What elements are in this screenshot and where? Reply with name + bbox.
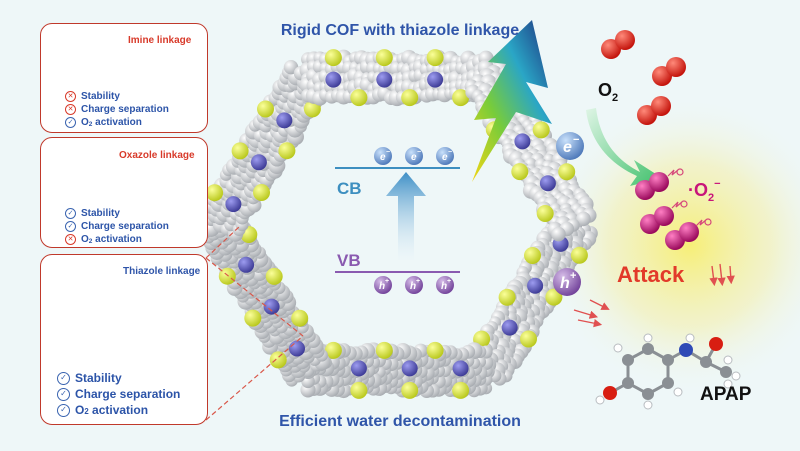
svg-text:h: h: [441, 281, 447, 292]
check-icon: ✓: [57, 371, 70, 385]
oxazole-panel: Oxazole linkage ✓ Stability ✓ Charge separa…: [40, 137, 208, 248]
attack-label: Attack: [617, 262, 685, 287]
svg-text:h: h: [410, 281, 416, 292]
light-bolt-icon: [472, 20, 552, 182]
top-headline: Rigid COF with thiazole linkage: [281, 22, 519, 39]
bottom-headline: Efficient water decontamination: [279, 413, 521, 430]
superoxide-molecule: [640, 206, 674, 234]
property-item: ✓ Charge separation: [57, 386, 180, 402]
cb-label: CB: [337, 179, 362, 198]
electron-ball: e −: [374, 147, 392, 165]
electron-ball: e −: [436, 147, 454, 165]
svg-text:−: −: [573, 134, 579, 146]
imine-panel: Imine linkage ✕ Stability ✕ Charge separati…: [40, 23, 208, 133]
property-label: Charge separation: [75, 387, 181, 401]
cross-icon: ✕: [65, 234, 76, 245]
svg-text:e: e: [563, 139, 572, 156]
o2-molecule: [637, 96, 671, 125]
o2-molecule: [601, 30, 635, 59]
svg-text:−: −: [448, 149, 452, 156]
connector-lines: [205, 225, 304, 421]
property-item: ✓ Stability: [65, 207, 169, 220]
property-label: Stability: [75, 371, 122, 385]
svg-text:e: e: [411, 152, 417, 163]
electron-ball: e −: [405, 147, 423, 165]
check-icon: ✓: [65, 117, 76, 128]
electron-large: e −: [556, 132, 584, 160]
oxygen-molecules: [601, 30, 686, 125]
o2-molecule: [652, 57, 686, 86]
cb-electrons: e − e − e −: [374, 147, 454, 165]
svg-text:e: e: [380, 152, 386, 163]
svg-text:h: h: [379, 281, 385, 292]
thiazole-panel: Thiazole linkage ✓ Stability ✓ Charge separ…: [40, 254, 208, 425]
vb-holes: h + h + h +: [374, 276, 454, 294]
vb-label: VB: [337, 251, 361, 270]
apap-label: APAP: [700, 384, 752, 405]
property-item: ✕ Charge separation: [65, 103, 169, 116]
imine-title: Imine linkage: [128, 35, 192, 46]
hole-ball: h +: [436, 276, 454, 294]
o2-label: O2: [598, 80, 618, 104]
property-item: ✓ Charge separation: [65, 220, 169, 233]
oxazole-title: Oxazole linkage: [119, 150, 195, 161]
svg-text:h: h: [560, 275, 570, 292]
excitation-arrow: [386, 172, 426, 260]
check-icon: ✓: [57, 403, 70, 417]
property-label: Stability: [81, 91, 120, 102]
superoxide-molecules: [635, 172, 699, 250]
hole-large: h +: [553, 268, 581, 296]
cross-icon: ✕: [65, 104, 76, 115]
radical-marks: [667, 168, 712, 227]
hole-ball: h +: [405, 276, 423, 294]
check-icon: ✓: [65, 208, 76, 219]
svg-text:+: +: [385, 278, 389, 285]
svg-text:−: −: [386, 149, 390, 156]
property-label: O: [81, 234, 89, 245]
svg-text:+: +: [416, 278, 420, 285]
apap-molecule: [595, 333, 741, 410]
property-label: O: [81, 117, 89, 128]
svg-text:−: −: [417, 149, 421, 156]
property-label: O: [75, 403, 85, 417]
superoxide-label: ·O2−: [688, 178, 721, 204]
svg-text:e: e: [442, 152, 448, 163]
cross-icon: ✕: [65, 91, 76, 102]
attack-arrows: [573, 263, 735, 328]
property-label: Charge separation: [81, 221, 169, 232]
property-label: Charge separation: [81, 104, 169, 115]
reduction-arrow: [586, 108, 662, 186]
superoxide-molecule: [665, 222, 699, 250]
property-item: ✓ Stability: [57, 370, 180, 386]
property-label: Stability: [81, 208, 120, 219]
hole-ball: h +: [374, 276, 392, 294]
check-icon: ✓: [57, 387, 70, 401]
svg-text:+: +: [570, 270, 576, 282]
superoxide-molecule: [635, 172, 669, 200]
check-icon: ✓: [65, 221, 76, 232]
thiazole-title: Thiazole linkage: [123, 266, 201, 277]
property-item: ✕ Stability: [65, 90, 169, 103]
svg-text:+: +: [447, 278, 451, 285]
